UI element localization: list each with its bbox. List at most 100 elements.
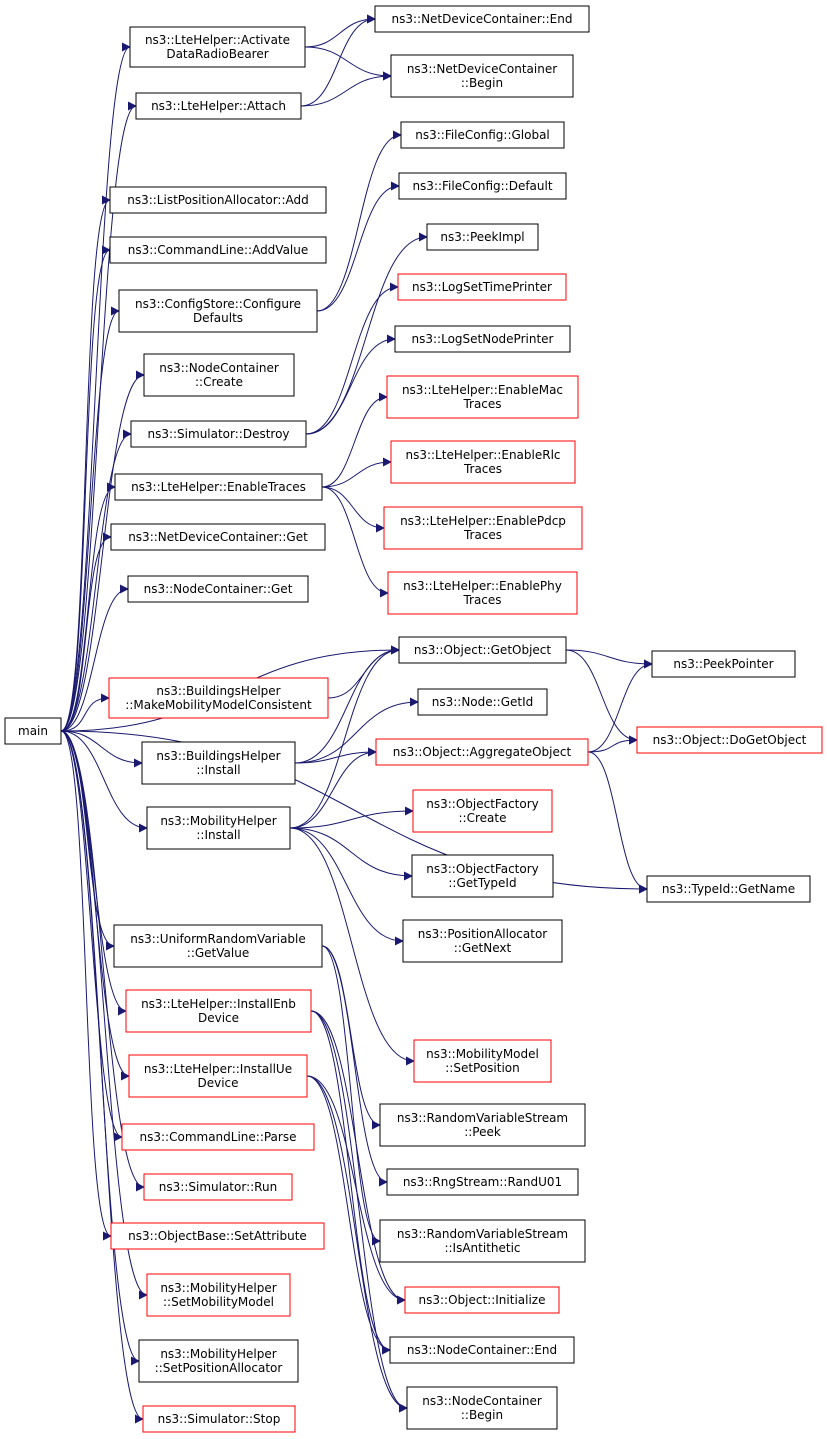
node-box [121, 1123, 315, 1151]
node-label: ::Begin [461, 1408, 503, 1422]
node-n6[interactable]: ns3::NodeContainer::Create [143, 353, 295, 397]
node-label: ::Install [196, 828, 240, 842]
edge-n7-m5 [305, 232, 428, 435]
node-label: ns3::RandomVariableStream [397, 1227, 568, 1241]
node-label: ns3::Simulator::Destroy [147, 427, 289, 441]
node-m4[interactable]: ns3::FileConfig::Default [398, 172, 567, 200]
edge-n5-m4 [316, 181, 400, 312]
node-n21[interactable]: ns3::MobilityHelper::SetPositionAllocato… [138, 1339, 299, 1383]
node-n20[interactable]: ns3::MobilityHelper::SetMobilityModel [146, 1273, 291, 1317]
node-label: ns3::PeekPointer [673, 657, 773, 671]
node-n14[interactable]: ns3::UniformRandomVariable::GetValue [113, 924, 323, 968]
node-label: Defaults [193, 311, 243, 325]
node-m14[interactable]: ns3::Object::AggregateObject [375, 738, 589, 766]
node-box [397, 273, 567, 301]
node-label: ns3::LteHelper::InstallEnb [141, 997, 296, 1011]
node-label: Traces [462, 397, 501, 411]
node-m5[interactable]: ns3::PeekImpl [426, 223, 539, 251]
node-n22[interactable]: ns3::Simulator::Stop [142, 1405, 296, 1433]
node-box [404, 1286, 560, 1314]
node-m2[interactable]: ns3::NetDeviceContainer::Begin [390, 54, 574, 98]
node-m24[interactable]: ns3::NodeContainer::Begin [406, 1386, 558, 1430]
node-n9[interactable]: ns3::NetDeviceContainer::Get [110, 523, 326, 551]
node-box [146, 806, 291, 850]
edge-n8-m9 [321, 457, 392, 488]
node-label: ns3::LogSetNodePrinter [412, 332, 554, 346]
node-box [398, 172, 567, 200]
node-m16[interactable]: ns3::ObjectFactory::GetTypeId [411, 854, 554, 898]
node-label: ns3::ListPositionAllocator::Add [127, 193, 309, 207]
node-box [109, 236, 327, 264]
node-n19[interactable]: ns3::ObjectBase::SetAttribute [110, 1222, 325, 1250]
node-m22[interactable]: ns3::Object::Initialize [404, 1286, 560, 1314]
node-n10[interactable]: ns3::NodeContainer::Get [127, 575, 309, 603]
node-n2[interactable]: ns3::LteHelper::Attach [135, 92, 302, 120]
node-n3[interactable]: ns3::ListPositionAllocator::Add [109, 186, 327, 214]
node-box [379, 1103, 586, 1147]
edge-n7-m7 [305, 334, 396, 435]
node-label: ::Begin [461, 76, 503, 90]
edge-main-n13 [60, 730, 148, 833]
node-r1[interactable]: ns3::PeekPointer [651, 650, 796, 678]
edge-main-n6 [60, 370, 145, 732]
node-box [413, 1039, 552, 1083]
node-label: ns3::CommandLine::Parse [140, 1130, 297, 1144]
node-n17[interactable]: ns3::CommandLine::Parse [121, 1123, 315, 1151]
node-m12[interactable]: ns3::Object::GetObject [398, 636, 567, 664]
edge-n1-m1 [304, 14, 376, 48]
node-box [390, 54, 574, 98]
node-n7[interactable]: ns3::Simulator::Destroy [130, 420, 307, 448]
node-label: ::Create [459, 811, 507, 825]
node-m19[interactable]: ns3::RandomVariableStream::Peek [379, 1103, 586, 1147]
node-n11[interactable]: ns3::BuildingsHelper::MakeMobilityModelC… [108, 677, 329, 719]
node-n12[interactable]: ns3::BuildingsHelper::Install [141, 741, 296, 785]
node-m3[interactable]: ns3::FileConfig::Global [400, 121, 565, 149]
node-box [143, 353, 295, 397]
node-box [114, 473, 323, 501]
node-m18[interactable]: ns3::MobilityModel::SetPosition [413, 1039, 552, 1083]
node-box [118, 289, 318, 333]
node-r3[interactable]: ns3::TypeId::GetName [646, 875, 811, 903]
node-m1[interactable]: ns3::NetDeviceContainer::End [374, 5, 590, 33]
node-r2[interactable]: ns3::Object::DoGetObject [636, 726, 823, 754]
edge-n7-m6 [305, 282, 399, 435]
node-box [130, 420, 307, 448]
node-m21[interactable]: ns3::RandomVariableStream::IsAntithetic [379, 1219, 586, 1263]
node-m23[interactable]: ns3::NodeContainer::End [389, 1336, 575, 1364]
node-label: ::Install [196, 763, 240, 777]
node-label: ns3::LteHelper::EnablePdcp [400, 514, 566, 528]
node-label: ns3::MobilityModel [426, 1047, 539, 1061]
node-box [127, 575, 309, 603]
node-box [135, 92, 302, 120]
node-m6[interactable]: ns3::LogSetTimePrinter [397, 273, 567, 301]
node-m13[interactable]: ns3::Node::GetId [417, 688, 548, 716]
edge-main-n18 [60, 730, 145, 1192]
edge-main-n4 [60, 245, 111, 732]
edge-n8-m10 [321, 486, 385, 533]
edge-n14-m20 [321, 945, 388, 1187]
node-n8[interactable]: ns3::LteHelper::EnableTraces [114, 473, 323, 501]
node-n4[interactable]: ns3::CommandLine::AddValue [109, 236, 327, 264]
node-label: ns3::LteHelper::EnableRlc [405, 448, 560, 462]
node-m20[interactable]: ns3::RngStream::RandU01 [386, 1168, 579, 1196]
node-label: ns3::MobilityHelper [160, 1347, 276, 1361]
node-box [129, 26, 306, 68]
node-label: ns3::Object::DoGetObject [653, 733, 807, 747]
edge-n15-m23 [310, 1010, 391, 1355]
node-box [108, 677, 329, 719]
node-n13[interactable]: ns3::MobilityHelper::Install [146, 806, 291, 850]
nodes-layer: mainns3::LteHelper::ActivateDataRadioBea… [4, 5, 823, 1433]
node-m7[interactable]: ns3::LogSetNodePrinter [394, 325, 571, 353]
edge-n2-m2 [300, 71, 392, 107]
node-m17[interactable]: ns3::PositionAllocator::GetNext [402, 919, 563, 963]
node-m15[interactable]: ns3::ObjectFactory::Create [412, 789, 553, 833]
node-n18[interactable]: ns3::Simulator::Run [143, 1173, 293, 1201]
